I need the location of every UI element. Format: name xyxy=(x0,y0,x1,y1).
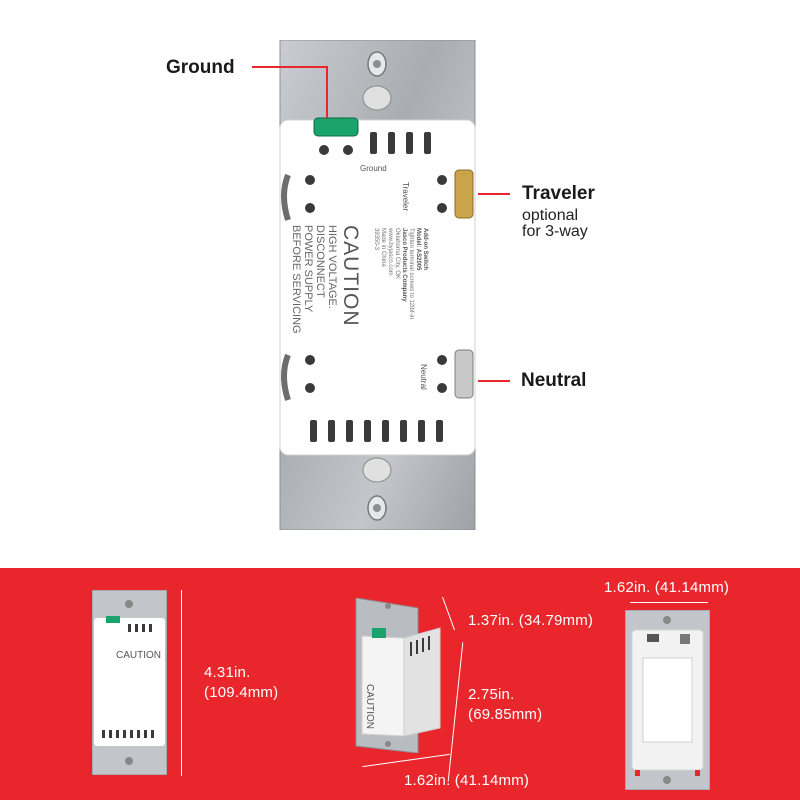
neutral-callout: Neutral xyxy=(521,370,587,391)
ground-callout: Ground xyxy=(166,57,235,78)
terminal-label-ground: Ground xyxy=(360,164,387,173)
info-line: Oklahoma City, OK xyxy=(394,228,400,279)
caution-line: HIGH VOLTAGE. xyxy=(326,225,338,309)
switch-body xyxy=(279,119,476,456)
info-line: www.byjasco.com xyxy=(387,228,393,276)
body-height-dimension-line xyxy=(447,642,464,782)
traveler-callout: Traveler xyxy=(522,183,595,204)
ground-leader-v xyxy=(326,66,328,118)
height-dimension-line xyxy=(181,590,182,776)
side-view-image xyxy=(355,598,441,753)
caution-line: POWER SUPPLY xyxy=(302,225,314,313)
side-view-caution: CAUTION xyxy=(364,684,375,729)
front-view-caution: CAUTION xyxy=(116,650,161,661)
traveler-terminal xyxy=(454,169,474,219)
traveler-leader xyxy=(478,193,510,195)
terminal-label-traveler: Traveler xyxy=(401,182,410,212)
caution-block: CAUTION HIGH VOLTAGE. DISCONNECT POWER S… xyxy=(290,225,362,365)
body-height-dimension: 2.75in. xyxy=(468,686,515,703)
ground-leader-h xyxy=(252,66,328,68)
rear-view-image xyxy=(625,610,710,790)
width-bottom-dimension-line xyxy=(362,753,450,768)
body-height-dimension-mm: (69.85mm) xyxy=(468,706,543,723)
neutral-leader xyxy=(478,380,510,382)
front-view-image xyxy=(92,590,167,775)
neutral-terminal xyxy=(454,349,474,399)
depth-dimension: 1.37in. (34.79mm) xyxy=(468,612,594,629)
main-device-illustration xyxy=(279,39,476,531)
device-info-block: Add-on Switch Model: AS2005 Tighten term… xyxy=(372,228,428,358)
info-line: Tighten terminal screws to 12lbf-in xyxy=(408,228,414,320)
info-line: Model: AS2005 xyxy=(415,228,421,271)
width-top-dimension: 1.62in. (41.14mm) xyxy=(604,579,730,596)
dimensions-panel: CAUTION 4.31in. (109.4mm) CAUTION 1.37in… xyxy=(0,568,800,800)
height-dimension: 4.31in. xyxy=(204,664,251,681)
traveler-callout-sub: for 3-way xyxy=(522,223,588,240)
ground-terminal xyxy=(313,117,359,137)
info-line: 39350-3 xyxy=(373,228,379,251)
height-dimension-mm: (109.4mm) xyxy=(204,684,279,701)
width-top-dimension-line xyxy=(630,602,708,603)
terminal-label-neutral: Neutral xyxy=(419,364,428,390)
caution-line: DISCONNECT xyxy=(314,225,326,298)
traveler-callout-sub: optional xyxy=(522,207,579,224)
info-line: Made in China xyxy=(380,228,386,267)
width-bottom-dimension: 1.62in. (41.14mm) xyxy=(404,772,530,789)
caution-line: BEFORE SERVICING xyxy=(290,225,302,334)
caution-title: CAUTION xyxy=(339,225,362,327)
info-line: Add-on Switch xyxy=(422,228,428,270)
info-line: Jasco Products Company xyxy=(401,228,407,302)
main-device: Ground Traveler Neutral CAUTION HIGH VOL… xyxy=(270,39,490,531)
